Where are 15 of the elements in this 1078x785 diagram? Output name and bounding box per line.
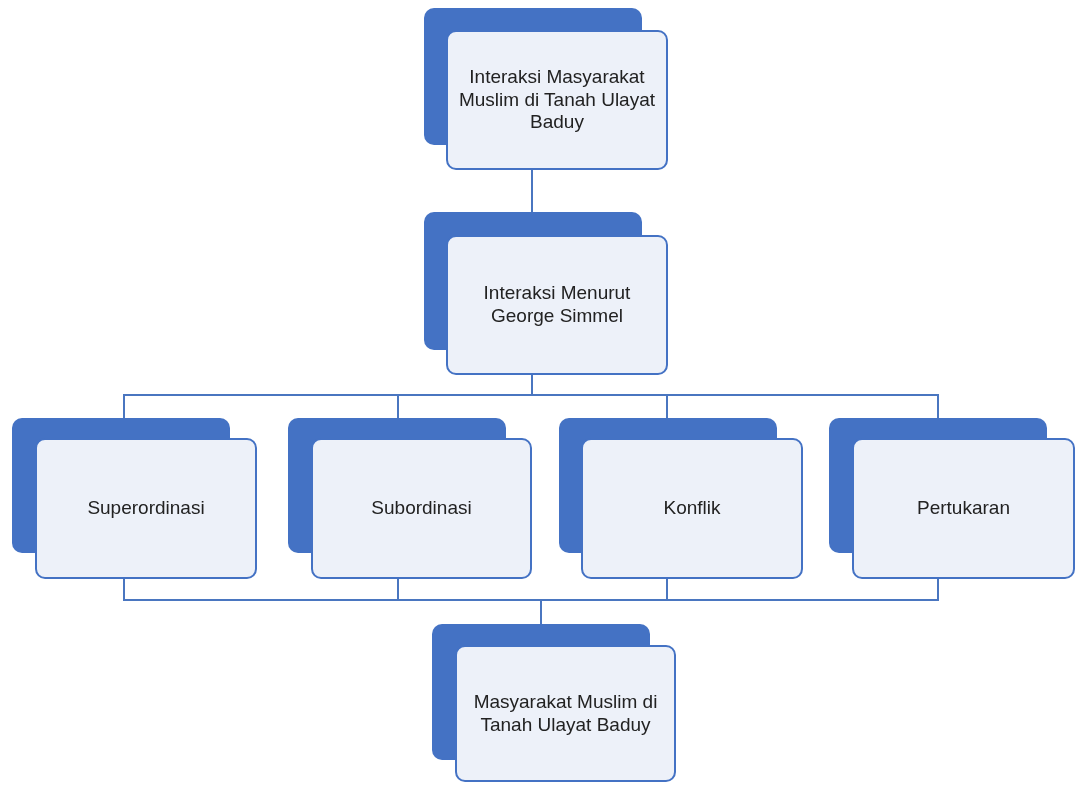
- process-card: [432, 624, 676, 782]
- process-card: [829, 418, 1075, 579]
- process-card: [12, 418, 257, 579]
- node-label: Superordinasi: [86, 497, 206, 520]
- process-card: [424, 8, 668, 170]
- node-label: Masyarakat Muslim di Tanah Ulayat Baduy: [472, 690, 659, 737]
- node-label: Konflik: [662, 497, 722, 520]
- process-card: [288, 418, 532, 579]
- connector-line: [531, 169, 533, 213]
- process-card: [559, 418, 803, 579]
- node-label: Interaksi Masyarakat Muslim di Tanah Ulayat Baduy: [457, 65, 657, 135]
- node-label: Subordinasi: [370, 497, 473, 520]
- node-label: Pertukaran: [916, 497, 1011, 520]
- process-card: [424, 212, 668, 375]
- node-label: Interaksi Menurut George Simmel: [482, 282, 632, 328]
